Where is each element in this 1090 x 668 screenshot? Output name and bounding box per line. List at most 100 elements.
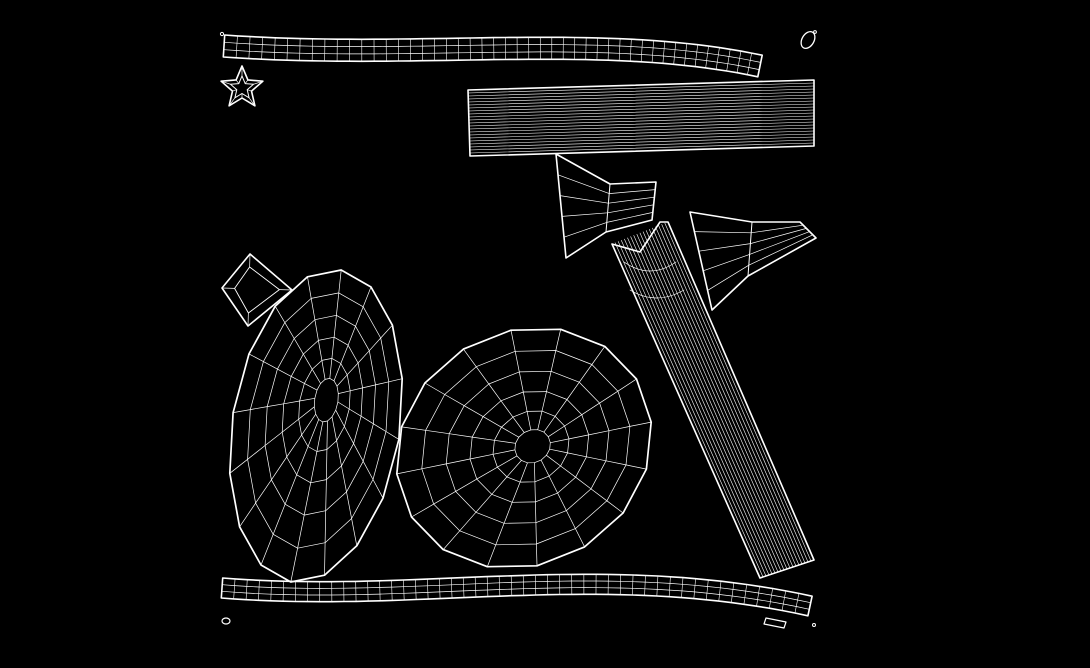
star-spoke <box>220 80 231 85</box>
top-strap-rung <box>662 41 666 64</box>
ribbon-row <box>469 139 815 151</box>
top-strap-rung <box>640 39 643 63</box>
top-strap-rung <box>618 38 621 61</box>
bottom-strap-rung <box>391 580 393 601</box>
cone-a-row <box>563 212 654 238</box>
cone-b-seam <box>747 221 753 277</box>
top-strap-rung <box>629 38 632 62</box>
top-strap-rung <box>651 40 654 63</box>
bottom-strap-rung <box>486 576 489 597</box>
ribbon-row <box>468 112 815 124</box>
cone-a-row <box>557 174 656 194</box>
ribbon-row <box>467 85 815 97</box>
top-strap-rung <box>286 37 288 61</box>
ribbon-row <box>469 136 815 148</box>
ribbon-row <box>468 94 815 106</box>
ribbon-row <box>469 133 815 145</box>
star-spoke <box>248 97 256 107</box>
left-disc-island <box>228 269 404 583</box>
disc-left-spoke <box>248 353 318 391</box>
bottom-strap-rung <box>768 588 773 609</box>
ribbon-row <box>468 121 815 133</box>
bottom-strap-rung <box>427 578 429 600</box>
handle-row <box>630 236 779 573</box>
upper-cone-island <box>555 153 657 259</box>
disc-left-spoke <box>290 421 324 583</box>
ribbon-row <box>467 88 815 100</box>
bottom-strap-rung <box>233 578 236 600</box>
cone-b-row <box>702 231 810 272</box>
bottom-strap-rung <box>415 579 417 600</box>
bottom-strap-rung <box>510 575 513 597</box>
cone-b-row <box>698 228 807 252</box>
ribbon-row <box>468 97 815 109</box>
disc-left-spoke <box>232 397 316 413</box>
top-strap-rung <box>235 35 238 59</box>
disc-left-spoke <box>336 324 393 387</box>
handle-cap <box>623 261 685 299</box>
disc-right-spoke <box>510 329 532 431</box>
ribbon-row <box>468 106 815 118</box>
disc-right-spoke <box>411 455 518 518</box>
handle-row <box>627 237 776 574</box>
disc-right-spoke <box>424 382 520 438</box>
bottom-strap-rung <box>534 574 537 596</box>
fragment-bottom-left <box>221 617 231 625</box>
bottom-strap-rung <box>681 577 684 598</box>
star-spoke <box>235 79 240 84</box>
fragment-top-right <box>800 30 816 50</box>
handle-long-strip <box>611 221 815 579</box>
disc-right-spoke <box>549 448 647 470</box>
disc-left-spoke <box>337 378 403 394</box>
bottom-strap-rung <box>282 580 284 602</box>
top-strap-rung <box>607 37 610 61</box>
bottom-strap-rung <box>403 579 405 601</box>
bottom-strap-rung <box>743 584 747 605</box>
fragment-dot <box>812 623 816 627</box>
handle-row <box>649 229 797 567</box>
handle-row <box>655 226 803 565</box>
handle-row <box>658 225 806 564</box>
disc-left-spoke <box>239 413 317 528</box>
star-spoke <box>246 89 252 92</box>
top-strap-rung <box>747 52 752 75</box>
disc-right-spoke <box>540 459 585 548</box>
handle-outline <box>611 221 815 579</box>
bottom-strap-rung <box>474 576 477 598</box>
handle-row <box>652 227 800 566</box>
bottom-strap-rung <box>668 576 671 598</box>
disc-left-spoke <box>335 409 384 499</box>
disc-left-spoke <box>260 419 320 566</box>
top-strap-rung <box>274 37 276 61</box>
cone-a-row <box>559 195 655 204</box>
top-strap-rung <box>673 42 677 65</box>
ribbon-row <box>468 115 815 127</box>
ribbon-outline <box>467 79 815 157</box>
bottom-strap-rung <box>756 586 760 607</box>
bottom-strap-rung <box>705 579 709 601</box>
ribbon-row <box>469 130 815 142</box>
bottom-strap-rung <box>245 579 248 600</box>
handle-row <box>633 235 782 572</box>
ribbon-row <box>469 127 815 139</box>
disc-left-spoke <box>274 305 321 384</box>
star-spoke <box>228 97 236 107</box>
top-strap-rung <box>684 43 688 66</box>
cone-b-row <box>694 224 804 234</box>
star-spoke <box>244 79 249 84</box>
cone-a-row <box>561 204 654 217</box>
top-strap-strip <box>222 34 764 78</box>
handle-row <box>624 238 773 575</box>
handle-row <box>639 232 788 570</box>
bottom-strap-rung <box>270 580 272 602</box>
disc-left-spoke <box>324 420 328 576</box>
handle-row <box>664 222 812 562</box>
handle-row <box>636 233 785 571</box>
bottom-strap-rung <box>794 593 800 614</box>
ribbon-rectangle-strip <box>467 79 815 157</box>
bottom-strap-rung <box>462 577 465 598</box>
ribbon-row <box>468 118 815 130</box>
top-strap-rung <box>726 48 731 72</box>
ribbon-row <box>468 100 815 112</box>
